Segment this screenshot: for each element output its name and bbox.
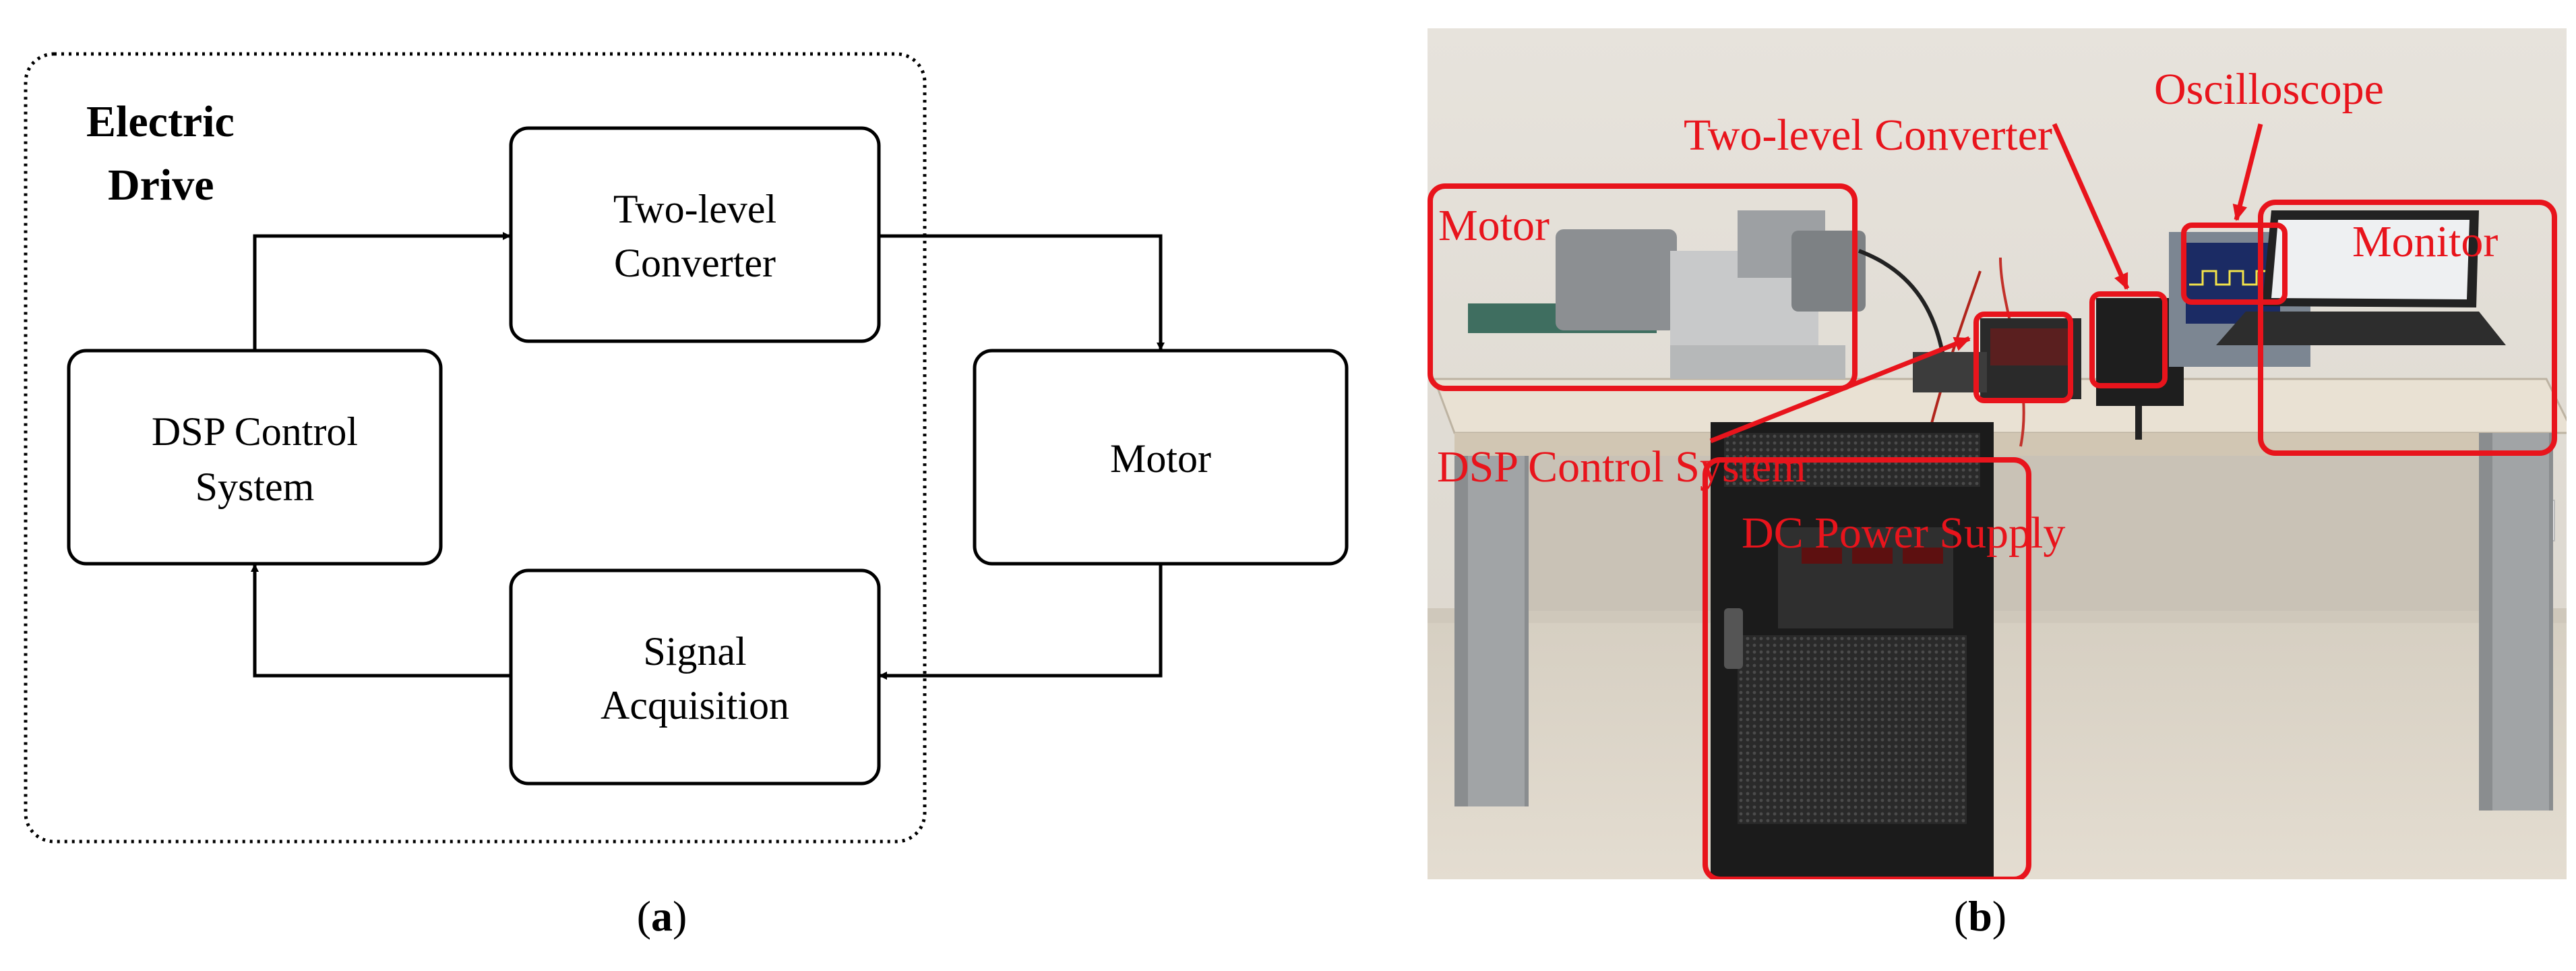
dc-supply-display-2 (1852, 548, 1893, 564)
motor-body (1556, 229, 1677, 330)
panel-a-diagram: Electric Drive Two-level Converter DSP C… (24, 52, 957, 844)
label-two-level-converter: Two-level Converter (1684, 111, 2052, 160)
oscilloscope-highlight (2181, 223, 2288, 305)
motor-load (1791, 231, 1866, 312)
dc-supply-handle (1724, 608, 1743, 669)
signal-label-line2: Acquisition (601, 683, 789, 728)
caption-a: (a) (636, 892, 687, 940)
arrow-signal-to-dsp (251, 564, 511, 678)
label-oscilloscope: Oscilloscope (2154, 65, 2384, 114)
oscilloscope-trace (2189, 270, 2270, 286)
converter-highlight (2089, 291, 2168, 388)
two-level-converter-block (509, 126, 881, 343)
laptop-display (2271, 220, 2470, 299)
label-monitor: Monitor (2352, 217, 2498, 266)
arrow-dsp-to-converter (253, 232, 511, 351)
dsp-box-panel (1990, 328, 2071, 365)
electric-drive-group (24, 52, 927, 844)
panel-b-photo: Motor Two-level Converter Oscilloscope M… (1428, 28, 2567, 879)
caption-b: (b) (1953, 892, 2007, 940)
converter-leader (2052, 123, 2130, 290)
dc-supply-vent-bottom (1738, 635, 1967, 824)
oscilloscope-leader (2232, 123, 2263, 221)
converter-cable (2135, 406, 2142, 440)
label-motor: Motor (1438, 201, 1550, 250)
motor-label: Motor (1110, 436, 1211, 481)
dc-supply-highlight (1703, 457, 2031, 879)
panel-a-motor: Motor (973, 349, 1349, 566)
dc-supply-display-1 (1802, 548, 1842, 564)
dsp-label-line1: DSP Control (152, 409, 358, 454)
motor-highlight (1428, 183, 1858, 391)
converter-label-line1: Two-level (613, 187, 776, 231)
dsp-highlight (1973, 312, 2073, 403)
signal-label-line1: Signal (643, 629, 746, 674)
dc-supply-front-panel (1778, 527, 1953, 628)
dsp-label-line2: System (195, 465, 315, 509)
dsp-control-system-block (67, 349, 443, 566)
table-left-leg-face (1468, 456, 1525, 806)
label-dsp-control-system: DSP Control System (1437, 442, 1806, 492)
signal-acquisition-block (509, 568, 881, 786)
group-title: Electric (86, 97, 235, 146)
laptop-base (2216, 312, 2506, 345)
monitor-highlight (2258, 200, 2557, 456)
floor (1428, 622, 2567, 879)
motor-stand (1670, 345, 1845, 379)
label-dc-power-supply: DC Power Supply (1742, 508, 2065, 558)
dsp-leader (1709, 336, 1971, 444)
dc-supply-display-3 (1903, 548, 1943, 564)
converter-label-line2: Converter (614, 241, 776, 285)
group-title-line2: Drive (108, 160, 214, 210)
table-right-leg-face (2492, 433, 2549, 811)
table-back-panel (1529, 456, 2479, 611)
